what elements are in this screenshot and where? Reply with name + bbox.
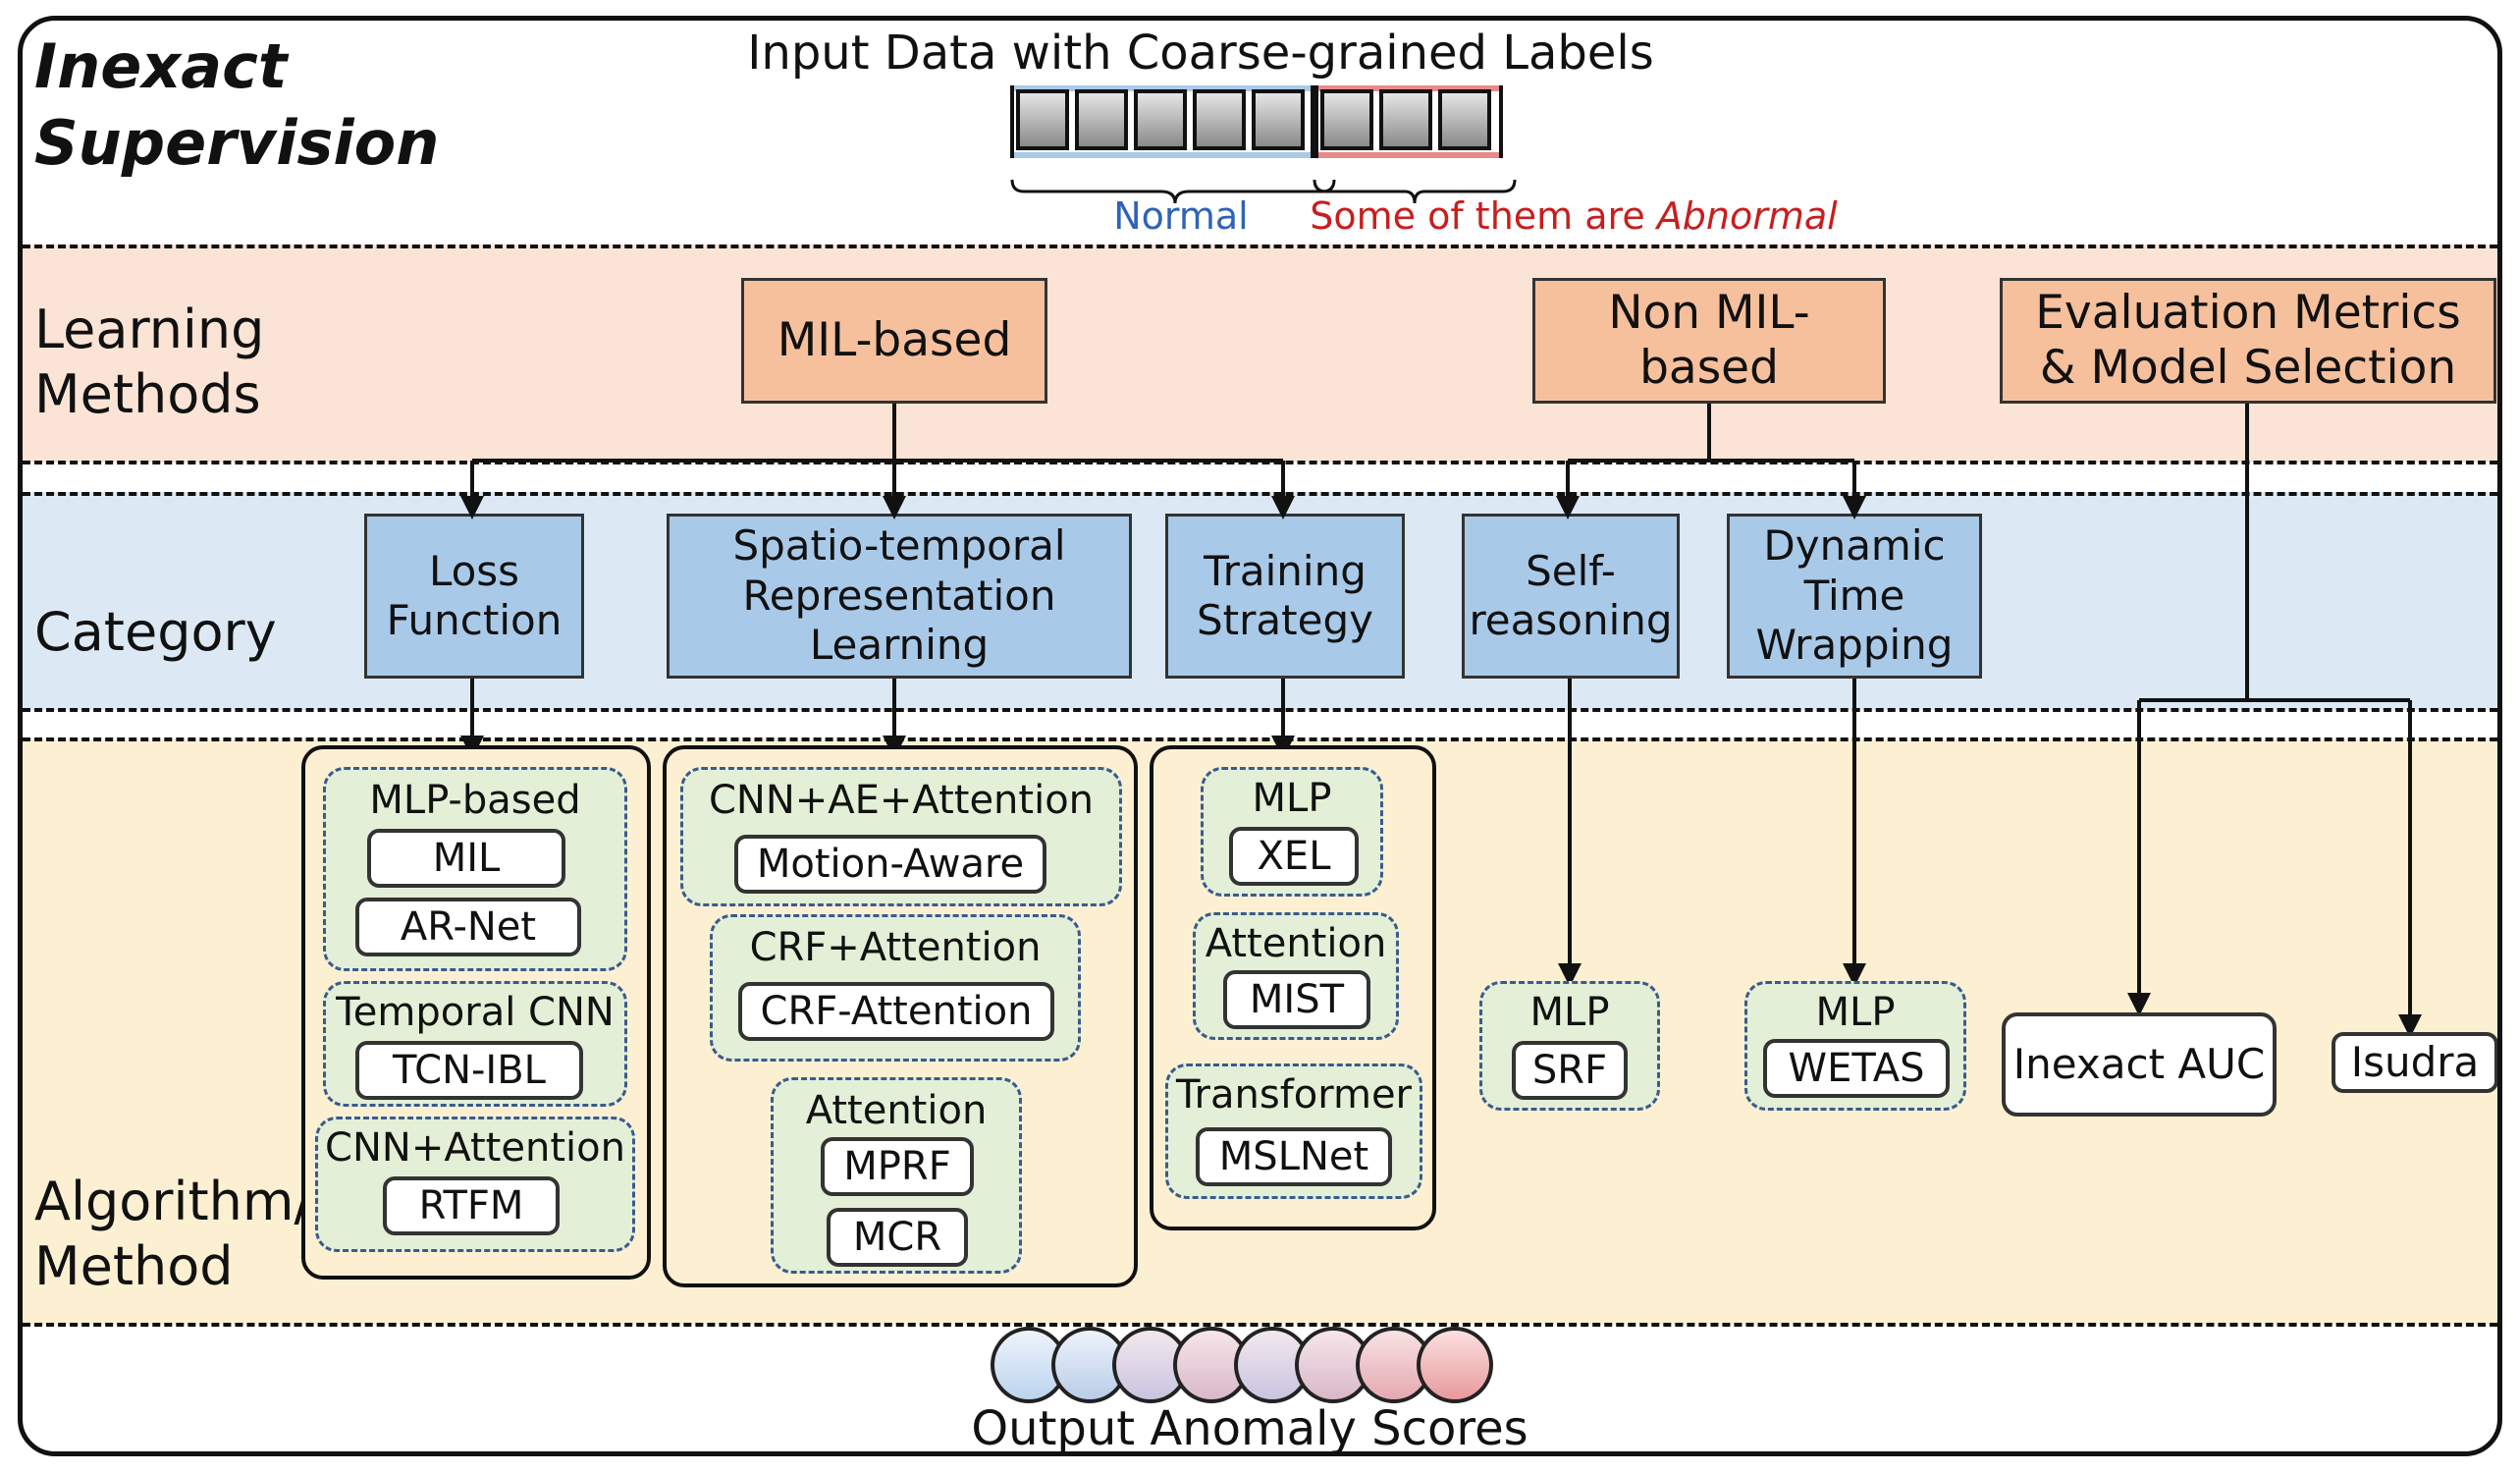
input-sequence: [1010, 85, 1503, 172]
method-mil: MIL: [367, 829, 565, 888]
frame-segment: [1438, 89, 1491, 150]
method-inexact-auc: Inexact AUC: [2002, 1012, 2277, 1117]
category-spatio-label: Spatio-temporal Representation Learning: [732, 521, 1066, 670]
brace-lines: [1010, 179, 1517, 204]
category-loss: Loss Function: [364, 514, 584, 679]
training-transformer-group: Transformer MSLNet: [1165, 1064, 1422, 1199]
spatio-temporal-group: CNN+AE+Attention Motion-Aware CRF+Attent…: [663, 745, 1138, 1287]
output-caption: Output Anomaly Scores: [971, 1401, 1528, 1456]
dtw-mlp-label: MLP: [1815, 990, 1896, 1035]
training-mlp-label: MLP: [1252, 776, 1332, 821]
category-loss-label: Loss Function: [386, 546, 563, 644]
abnormal-stripe: [1318, 152, 1499, 158]
learning-box-non-mil-label: Non MIL-based: [1608, 285, 1810, 395]
attention-group: Attention MPRF MCR: [771, 1077, 1022, 1274]
method-wetas: WETAS: [1763, 1039, 1950, 1098]
divider: [23, 245, 2497, 248]
diagram-frame: Inexact Supervision Learning Methods Cat…: [18, 16, 2502, 1456]
category-self: Self-reasoning: [1462, 514, 1680, 679]
method-srf: SRF: [1512, 1041, 1628, 1100]
normal-stripe: [1014, 152, 1311, 158]
training-attention-label: Attention: [1205, 921, 1387, 966]
abnormal-label: Some of them are Abnormal: [1299, 193, 1849, 239]
cnn-ae-attention-group: CNN+AE+Attention Motion-Aware: [680, 767, 1122, 906]
category-training: Training Strategy: [1165, 514, 1405, 679]
crf-attention-label: CRF+Attention: [749, 925, 1042, 970]
score-circle: [1356, 1327, 1432, 1403]
row-label-algorithm: Algorithm/ Method: [34, 1171, 312, 1297]
frame-segment: [1075, 89, 1128, 150]
frame-segment: [1320, 89, 1373, 150]
abnormal-stripe: [1318, 85, 1499, 91]
divider: [23, 492, 2497, 496]
attention-label: Attention: [805, 1088, 988, 1133]
frame-segment: [1016, 89, 1069, 150]
training-attention-group: Attention MIST: [1193, 912, 1399, 1040]
cnn-ae-attention-label: CNN+AE+Attention: [708, 778, 1095, 823]
temporal-cnn-label: Temporal CNN: [336, 990, 615, 1035]
divider: [23, 1323, 2497, 1327]
method-mslnet: MSLNet: [1196, 1127, 1392, 1186]
frame-segment: [1193, 89, 1246, 150]
divider: [23, 737, 2497, 741]
category-dtw-label: Dynamic Time Wrapping: [1755, 521, 1954, 670]
method-mcr: MCR: [827, 1208, 968, 1267]
learning-box-mil: MIL-based: [741, 278, 1047, 404]
method-rtfm: RTFM: [383, 1176, 560, 1235]
abnormal-label-prefix: Some of them are: [1310, 194, 1657, 238]
learning-box-eval-label: Evaluation Metrics & Model Selection: [2035, 285, 2461, 395]
learning-box-eval: Evaluation Metrics & Model Selection: [2000, 278, 2496, 404]
method-mist: MIST: [1223, 970, 1370, 1029]
category-dtw: Dynamic Time Wrapping: [1727, 514, 1982, 679]
frame-segment: [1379, 89, 1432, 150]
diagram-title: Inexact Supervision: [34, 30, 440, 179]
learning-box-mil-label: MIL-based: [777, 312, 1012, 367]
training-mlp-group: MLP XEL: [1201, 767, 1383, 897]
mlp-based-label: MLP-based: [369, 778, 581, 823]
category-training-label: Training Strategy: [1197, 546, 1373, 644]
temporal-cnn-group: Temporal CNN TCN-IBL: [323, 981, 627, 1107]
normal-stripe: [1014, 85, 1311, 91]
frame-segment: [1134, 89, 1187, 150]
dtw-mlp-group: MLP WETAS: [1744, 981, 1966, 1111]
score-circle: [1417, 1327, 1493, 1403]
self-mlp-group: MLP SRF: [1479, 981, 1660, 1111]
cnn-attention-group: CNN+Attention RTFM: [315, 1117, 635, 1252]
method-ar-net: AR-Net: [355, 898, 581, 956]
loss-function-group: MLP-based MIL AR-Net Temporal CNN TCN-IB…: [301, 745, 651, 1280]
divider: [23, 708, 2497, 712]
frame-segment: [1252, 89, 1305, 150]
category-self-label: Self-reasoning: [1469, 546, 1673, 644]
connector-arrows: [460, 404, 2422, 1038]
row-label-category: Category: [34, 601, 277, 663]
row-label-learning: Learning Methods: [34, 299, 265, 425]
method-isudra: Isudra: [2332, 1032, 2497, 1093]
input-caption: Input Data with Coarse-grained Labels: [747, 26, 1654, 81]
method-motion-aware: Motion-Aware: [734, 835, 1046, 894]
training-strategy-group: MLP XEL Attention MIST Transformer MSLNe…: [1150, 745, 1436, 1230]
abnormal-label-word: Abnormal: [1656, 194, 1838, 238]
mlp-based-group: MLP-based MIL AR-Net: [323, 767, 627, 971]
normal-label: Normal: [1113, 194, 1249, 238]
method-tcn-ibl: TCN-IBL: [355, 1041, 583, 1100]
self-mlp-label: MLP: [1529, 990, 1610, 1035]
training-transformer-label: Transformer: [1175, 1072, 1413, 1118]
cnn-attention-label: CNN+Attention: [325, 1125, 625, 1171]
output-scores: [991, 1327, 1493, 1407]
method-crf-attention: CRF-Attention: [738, 982, 1054, 1041]
category-spatio: Spatio-temporal Representation Learning: [667, 514, 1132, 679]
method-xel: XEL: [1229, 827, 1359, 886]
crf-attention-group: CRF+Attention CRF-Attention: [710, 914, 1081, 1062]
learning-box-non-mil: Non MIL-based: [1532, 278, 1886, 404]
method-mprf: MPRF: [821, 1137, 974, 1196]
